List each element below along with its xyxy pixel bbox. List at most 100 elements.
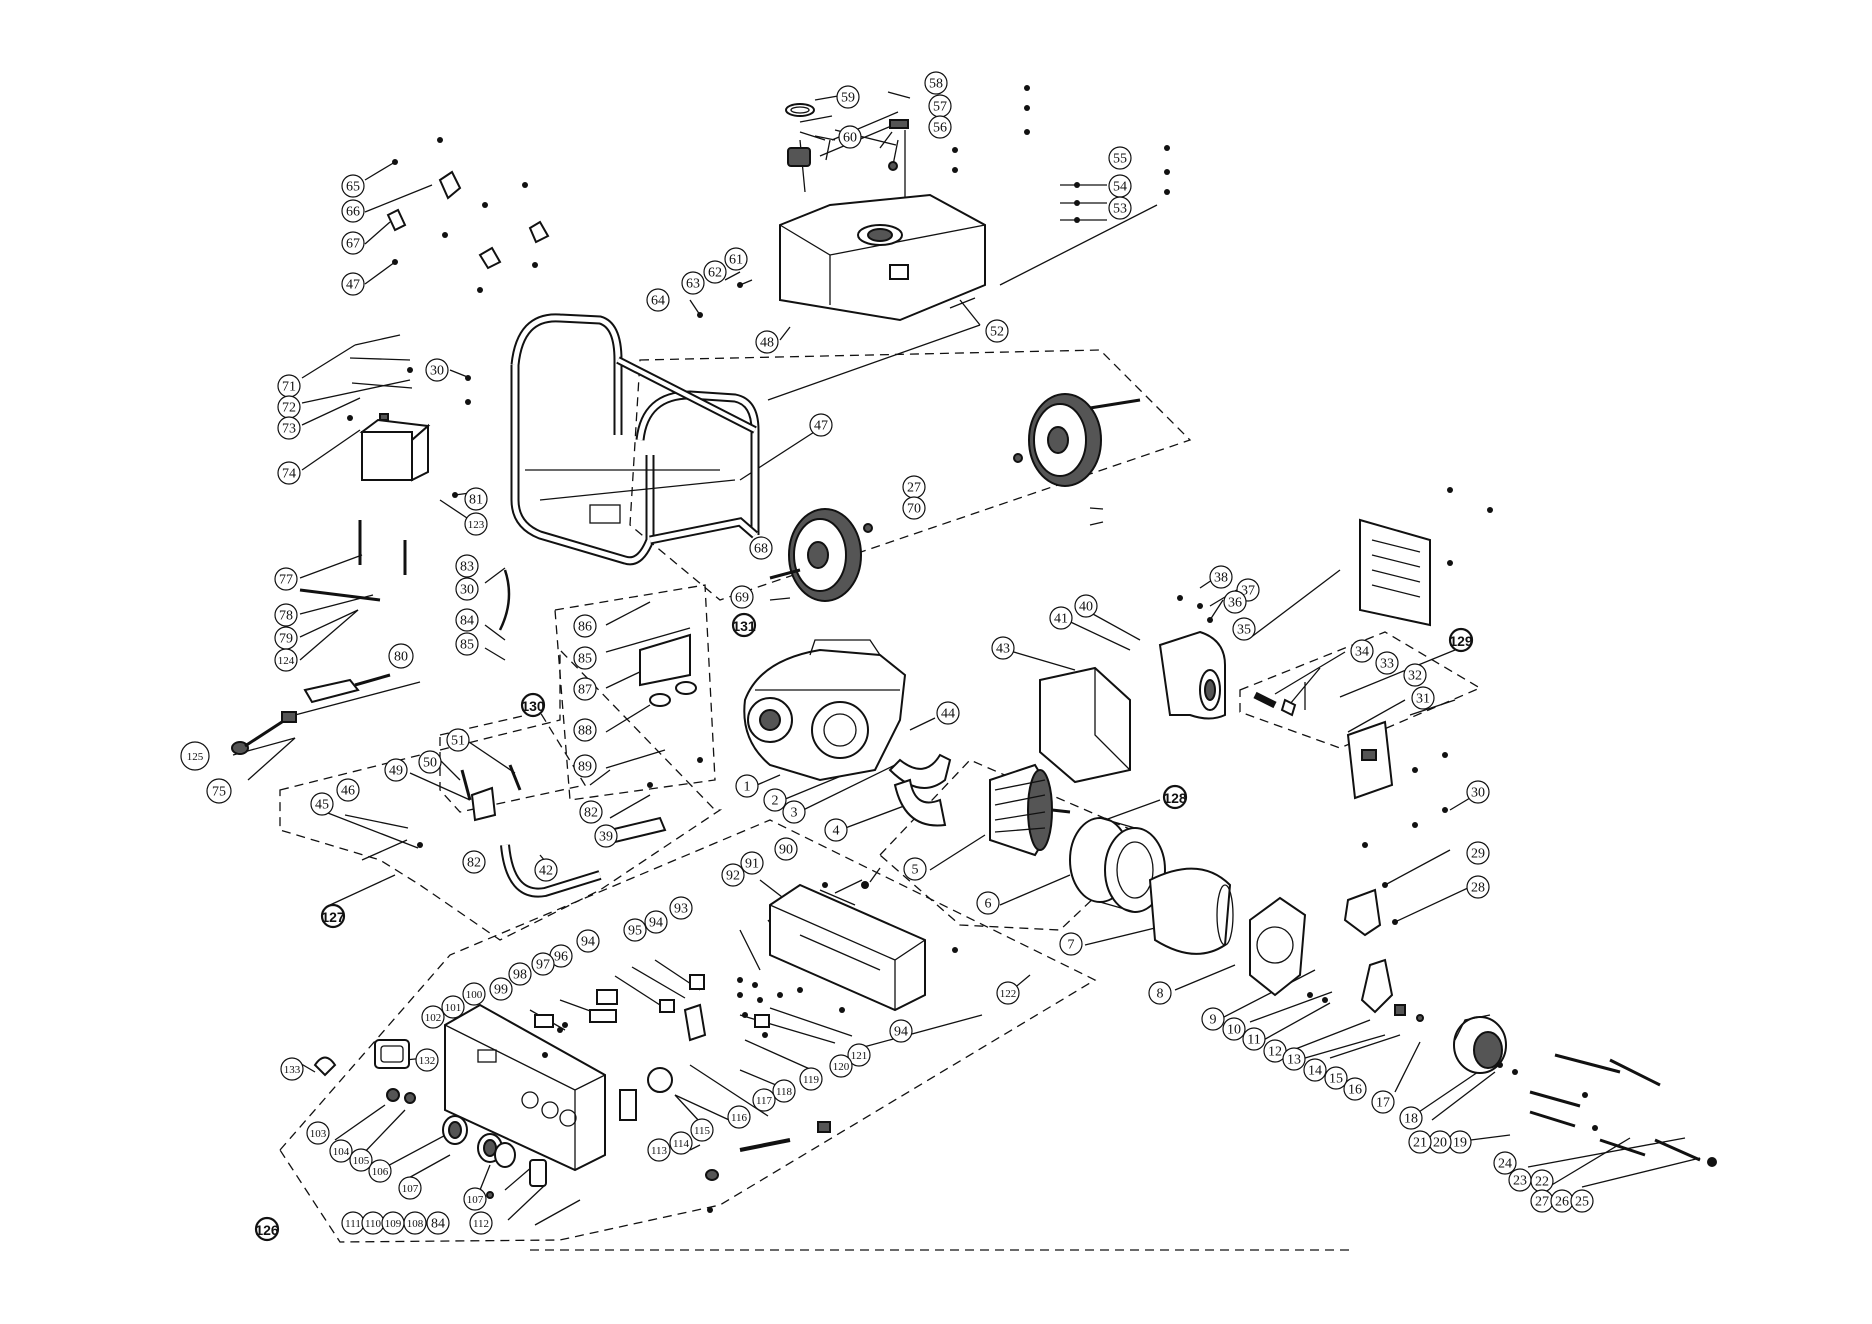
end-cover bbox=[1453, 1014, 1507, 1074]
callout-number: 81 bbox=[469, 493, 483, 508]
callout-circle bbox=[1242, 1027, 1266, 1051]
callout-number: 7 bbox=[1068, 938, 1075, 953]
callout-131: 131 bbox=[731, 612, 757, 638]
callout-84: 84 bbox=[426, 1211, 450, 1235]
callout-circle bbox=[426, 1211, 450, 1235]
through-bolts bbox=[1529, 1053, 1701, 1162]
callout-circle bbox=[1148, 981, 1172, 1005]
callout-circle bbox=[206, 778, 232, 804]
callout-circle bbox=[1375, 651, 1399, 675]
callout-20: 20 bbox=[1428, 1130, 1452, 1154]
callout-number: 2 bbox=[772, 794, 779, 809]
callout-104: 104 bbox=[329, 1139, 353, 1163]
callout-number: 26 bbox=[1555, 1195, 1569, 1210]
callout-circle bbox=[277, 461, 301, 485]
callout-number: 94 bbox=[649, 916, 663, 931]
callout-number: 41 bbox=[1054, 612, 1068, 627]
callout-66: 66 bbox=[341, 199, 365, 223]
callout-number: 49 bbox=[389, 764, 403, 779]
callout-127: 127 bbox=[320, 903, 346, 929]
callout-number: 91 bbox=[745, 857, 759, 872]
callout-number: 115 bbox=[694, 1125, 711, 1137]
callout-124: 124 bbox=[274, 648, 298, 672]
callout-circle bbox=[1162, 784, 1188, 810]
callout-number: 82 bbox=[467, 856, 481, 871]
callout-number: 5 bbox=[912, 863, 919, 878]
callout-number: 25 bbox=[1575, 1195, 1589, 1210]
callout-82: 82 bbox=[579, 800, 603, 824]
callout-circle bbox=[573, 718, 597, 742]
callout-6: 6 bbox=[976, 891, 1000, 915]
callout-30: 30 bbox=[455, 577, 479, 601]
callout-1: 1 bbox=[735, 774, 759, 798]
callout-18: 18 bbox=[1399, 1106, 1423, 1130]
callout-55: 55 bbox=[1108, 146, 1132, 170]
callout-circle bbox=[1059, 932, 1083, 956]
callout-number: 57 bbox=[933, 100, 947, 115]
callout-2: 2 bbox=[763, 788, 787, 812]
callout-number: 29 bbox=[1471, 847, 1485, 862]
callout-123: 123 bbox=[464, 512, 488, 536]
callout-number: 23 bbox=[1513, 1174, 1527, 1189]
callout-circle bbox=[985, 319, 1009, 343]
callout-circle bbox=[755, 330, 779, 354]
callout-number: 86 bbox=[578, 620, 592, 635]
callout-circle bbox=[1411, 686, 1435, 710]
callout-number: 43 bbox=[996, 642, 1010, 657]
callout-15: 15 bbox=[1324, 1066, 1348, 1090]
callout-circle bbox=[647, 1138, 671, 1162]
callout-94: 94 bbox=[576, 929, 600, 953]
callout-10: 10 bbox=[1222, 1017, 1246, 1041]
callout-circle bbox=[277, 416, 301, 440]
bracket-131 bbox=[639, 633, 697, 707]
callout-number: 129 bbox=[1449, 633, 1473, 649]
callout-117: 117 bbox=[752, 1088, 776, 1112]
callout-132: 132 bbox=[415, 1048, 439, 1072]
callout-circle bbox=[306, 1121, 330, 1145]
callout-circle bbox=[403, 1211, 427, 1235]
callout-22: 22 bbox=[1530, 1169, 1554, 1193]
callout-circle bbox=[254, 1216, 280, 1242]
callout-circle bbox=[1222, 1017, 1246, 1041]
callout-circle bbox=[996, 981, 1020, 1005]
callout-56: 56 bbox=[928, 115, 952, 139]
callout-circle bbox=[368, 1159, 392, 1183]
stator-cover bbox=[1148, 867, 1234, 955]
callout-number: 110 bbox=[365, 1218, 382, 1230]
callout-59: 59 bbox=[836, 85, 860, 109]
engine bbox=[743, 639, 907, 782]
callout-number: 34 bbox=[1355, 645, 1369, 660]
callout-62: 62 bbox=[703, 260, 727, 284]
fuel-valve bbox=[460, 764, 522, 822]
callout-number: 56 bbox=[933, 121, 947, 136]
rear-end-bell bbox=[1249, 896, 1307, 997]
callout-number: 45 bbox=[315, 798, 329, 813]
callout-number: 120 bbox=[833, 1061, 850, 1073]
callout-circle bbox=[730, 585, 754, 609]
callout-number: 69 bbox=[735, 591, 749, 606]
callout-number: 66 bbox=[346, 205, 360, 220]
callout-number: 40 bbox=[1079, 600, 1093, 615]
callout-number: 1 bbox=[744, 780, 751, 795]
callout-number: 17 bbox=[1376, 1096, 1390, 1111]
callout-129: 129 bbox=[1448, 627, 1474, 653]
callout-34: 34 bbox=[1350, 639, 1374, 663]
callout-number: 68 bbox=[754, 542, 768, 557]
callout-11: 11 bbox=[1242, 1027, 1266, 1051]
callout-number: 80 bbox=[394, 650, 408, 665]
callout-number: 51 bbox=[451, 734, 465, 749]
callout-108: 108 bbox=[403, 1211, 427, 1235]
callout-circle bbox=[462, 850, 486, 874]
callout-17: 17 bbox=[1371, 1090, 1395, 1114]
callout-circle bbox=[349, 1148, 373, 1172]
callout-circle bbox=[464, 512, 488, 536]
callout-116: 116 bbox=[727, 1105, 751, 1129]
callout-number: 106 bbox=[372, 1166, 389, 1178]
callout-circle bbox=[829, 1054, 853, 1078]
callout-88: 88 bbox=[573, 718, 597, 742]
callout-circle bbox=[924, 71, 948, 95]
callout-circle bbox=[576, 929, 600, 953]
callout-80: 80 bbox=[388, 643, 414, 669]
callout-number: 30 bbox=[460, 583, 474, 598]
callout-19: 19 bbox=[1448, 1130, 1472, 1154]
